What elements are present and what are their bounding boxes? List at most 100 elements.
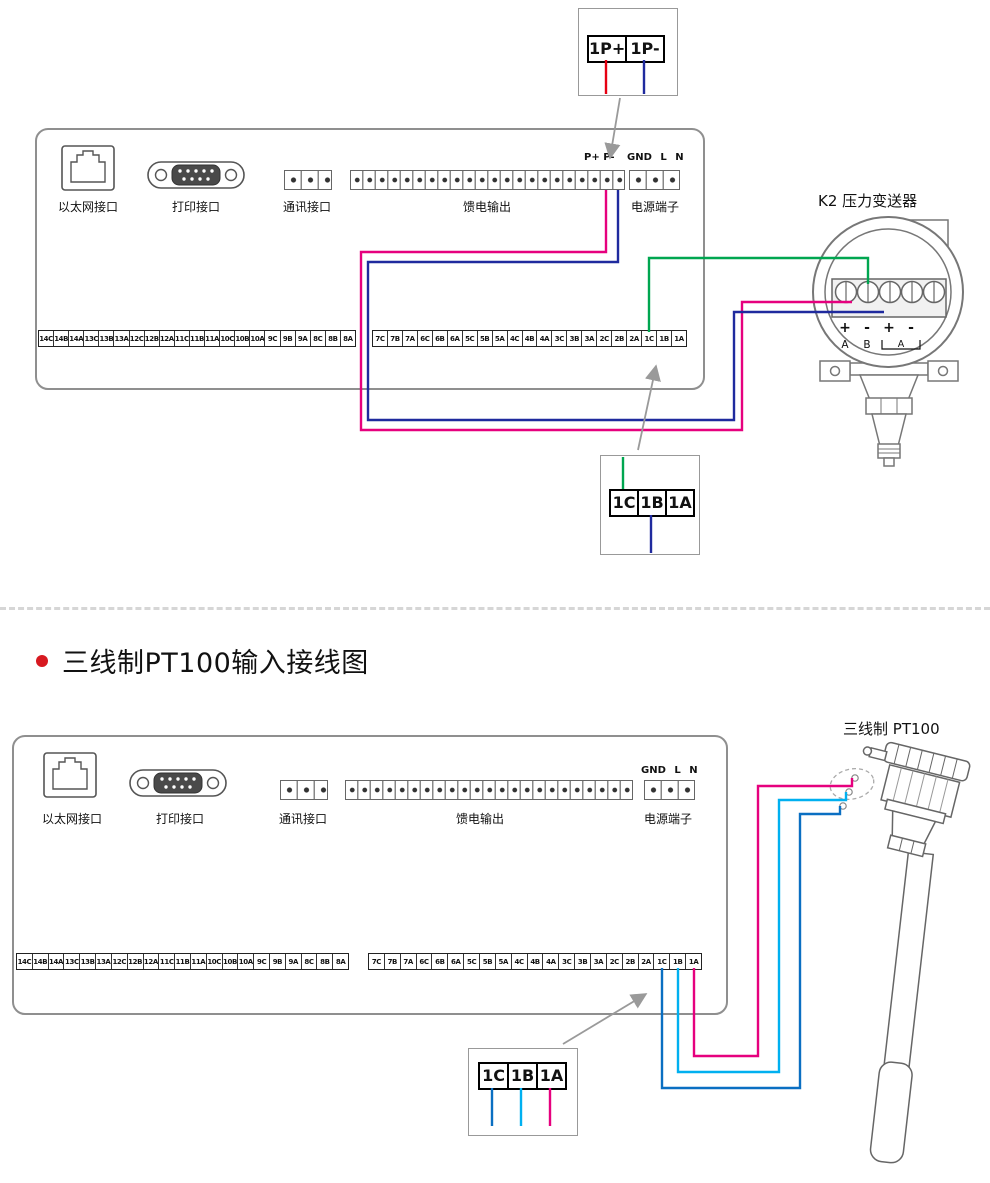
feed-output-label: 馈电输出 <box>462 200 511 214</box>
channel-cell: 3C <box>552 331 568 346</box>
channel-cell: 10A <box>250 331 266 346</box>
polarity-sign: - <box>864 320 870 336</box>
ethernet-port-label: 以太网接口 <box>41 812 102 826</box>
channel-cell: 12A <box>160 331 175 346</box>
polarity-sign: - <box>908 320 914 336</box>
channel-cell: 1A <box>688 957 699 966</box>
channel-cell: 13B <box>80 954 97 969</box>
channel-cell: 11B <box>190 331 206 346</box>
printer-port-label: 打印接口 <box>171 200 220 214</box>
channel-cell: 12B <box>145 331 160 346</box>
channel-cell: 4C <box>508 331 523 346</box>
detail-cell: 1A <box>668 493 692 512</box>
channel-cell: 14B <box>33 954 49 969</box>
channel-cell: 2C <box>607 954 623 969</box>
channel-cell: 13B <box>99 331 115 346</box>
terminal-screws <box>834 280 946 304</box>
channel-cell: 9A <box>296 331 311 346</box>
channel-cell: 7B <box>385 954 401 969</box>
comm-port-label: 通讯接口 <box>278 812 327 826</box>
power-terminal-label: 电源端子 <box>630 200 679 214</box>
channel-cell: 4A <box>543 954 560 969</box>
power-terminal-label: 电源端子 <box>643 812 692 826</box>
channel-cell: 14C <box>39 331 55 346</box>
channel-cell: 2C <box>597 331 613 346</box>
detail-cell: 1C <box>480 1064 509 1088</box>
channel-cell: 11A <box>205 331 221 346</box>
recorder-panel-top <box>35 128 705 390</box>
channel-cell: 6A <box>448 331 463 346</box>
channel-cell: 2B <box>623 954 639 969</box>
recorder-panel-bottom <box>12 735 728 1015</box>
channel-cell: 8B <box>326 331 341 346</box>
channel-cell: 6B <box>432 954 449 969</box>
pt100-title: 三线制 PT100 <box>843 720 940 738</box>
feed-terminal-block <box>350 170 625 190</box>
channel-cell: 5B <box>478 331 493 346</box>
printer-port-label: 打印接口 <box>155 812 204 826</box>
channel-cell: 10C <box>220 331 236 346</box>
channel-cell: 2B <box>612 331 628 346</box>
channel-cell: 1C <box>654 954 671 969</box>
channel-cell: 12B <box>128 954 144 969</box>
feed-pins-label: P+ P- <box>584 152 615 163</box>
channel-cell: 4C <box>512 954 528 969</box>
channel-cell: 13A <box>96 954 112 969</box>
transmitter-terminal-block <box>831 278 947 318</box>
channel-cell: 3A <box>591 954 607 969</box>
power-terminal-block <box>629 170 680 190</box>
polarity-sign: + <box>839 320 851 336</box>
detail-box-feed: 1P+1P- <box>578 8 678 96</box>
channel-cell: 8B <box>317 954 334 969</box>
channel-cell: 8A <box>335 957 346 966</box>
channel-cell: 9B <box>270 954 286 969</box>
channel-cell: 3C <box>559 954 576 969</box>
ethernet-port-label: 以太网接口 <box>57 200 118 214</box>
channel-cell: 9C <box>254 954 270 969</box>
channel-cell: 11B <box>175 954 191 969</box>
transmitter-mount <box>819 360 959 467</box>
bracket-mark <box>881 340 921 350</box>
channel-cell: 12C <box>112 954 128 969</box>
channel-cell: 3B <box>567 331 583 346</box>
pt100-head <box>862 741 971 858</box>
section-bullet <box>36 655 48 667</box>
comm-terminal-block <box>280 780 328 800</box>
channel-cell: 3B <box>575 954 592 969</box>
detail-cell: 1A <box>539 1066 564 1085</box>
detail-cells: 1P+1P- <box>587 35 665 63</box>
detail-cell: 1B <box>509 1064 538 1088</box>
channel-cell: 5A <box>496 954 512 969</box>
comm-port-label: 通讯接口 <box>282 200 331 214</box>
transmitter-housing <box>812 216 964 368</box>
channel-cell: 12C <box>130 331 145 346</box>
channel-cell: 7A <box>403 331 418 346</box>
channel-cell: 3A <box>582 331 598 346</box>
detail-cell: 1C <box>611 491 639 515</box>
channel-cell: 4A <box>537 331 553 346</box>
channel-cell: 2A <box>639 954 655 969</box>
channel-cell: 5B <box>480 954 496 969</box>
pressure-transmitter-drawing: + - + - A B A <box>812 216 964 467</box>
channel-cell: 11C <box>159 954 176 969</box>
pt100-sensor-drawing <box>829 741 971 1164</box>
channel-cell: 7C <box>369 954 385 969</box>
channel-cell: 8C <box>302 954 318 969</box>
channel-cell: 5C <box>463 331 478 346</box>
channel-cell: 10B <box>235 331 251 346</box>
channel-cell: 10B <box>223 954 239 969</box>
detail-cell: 1B <box>639 491 667 515</box>
channel-cell: 1B <box>657 331 673 346</box>
channel-cell: 6B <box>433 331 448 346</box>
power-pins-label: GND L N <box>641 765 698 776</box>
channel-cell: 4B <box>523 331 538 346</box>
channel-cell: 7B <box>388 331 403 346</box>
channel-cell: 8A <box>343 334 353 343</box>
